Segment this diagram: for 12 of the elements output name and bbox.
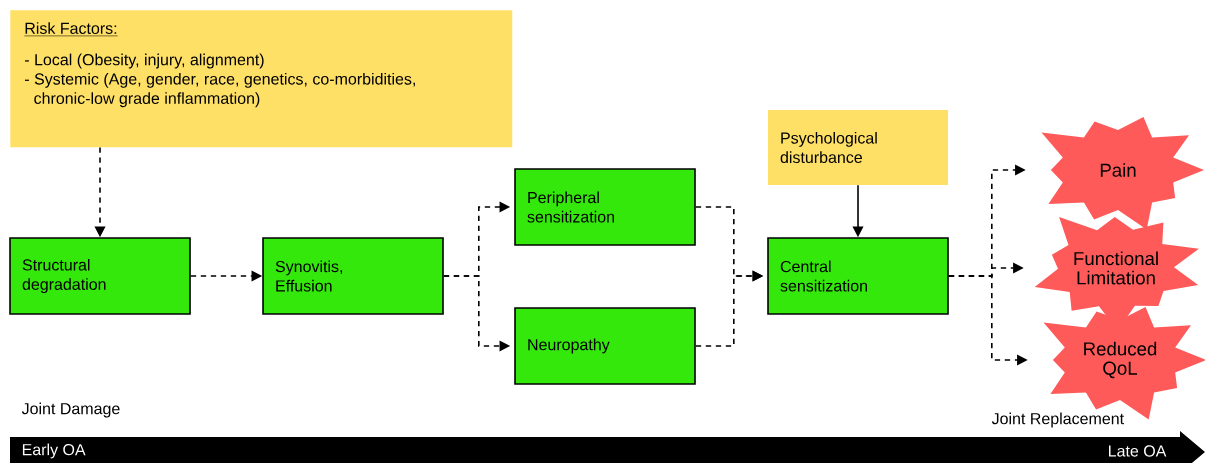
process-box: Neuropathy xyxy=(514,307,696,385)
stage-label: Joint Damage xyxy=(21,402,120,418)
note-box: Risk Factors: - Local (Obesity, injury, alignment) - Systemic (Age, gender, race, genetics, co-morbidities, chronic-low grade inflammation) xyxy=(10,10,513,148)
starburst: Pain xyxy=(1041,117,1204,230)
arrow-label: Early OA xyxy=(22,443,86,459)
process-box: Peripheral sensitization xyxy=(514,168,696,246)
process-box: Synovitis, Effusion xyxy=(262,237,444,315)
process-box: Central sensitization xyxy=(767,237,949,315)
process-box: Structural degradation xyxy=(9,237,191,315)
note-box: Psychological disturbance xyxy=(768,110,948,185)
starburst: Functional Limitation xyxy=(1034,217,1199,331)
arrow-label: Late OA xyxy=(1109,445,1167,457)
